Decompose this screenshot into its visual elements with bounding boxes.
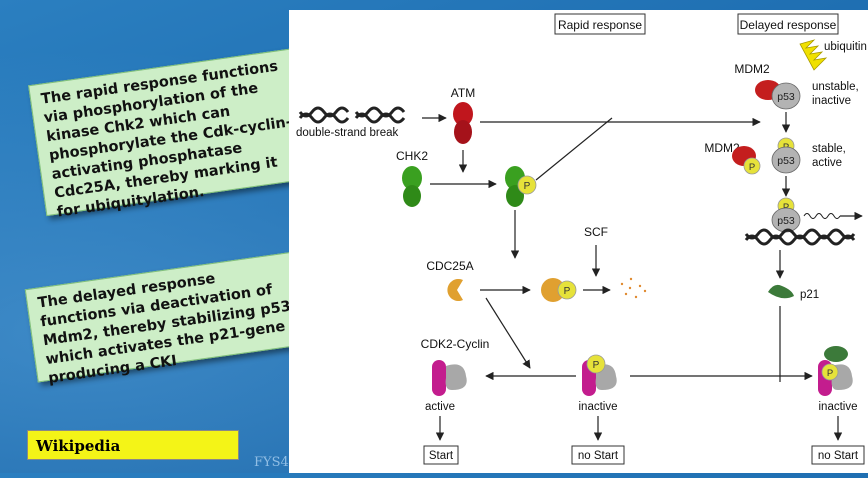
no-start-box-right (811, 445, 865, 465)
stable-label: stable, (812, 143, 846, 155)
chk2-phosphorylated: P (505, 166, 537, 207)
arrow-cdc25a-to-cdk2 (485, 297, 531, 369)
svg-text:P: P (827, 368, 833, 379)
p21-label: p21 (800, 289, 819, 301)
chk2-label: CHK2 (396, 149, 428, 163)
chk2-protein (402, 166, 422, 207)
p53-bound-dna: P p53 (771, 197, 801, 233)
ubiquitin-label: ubiquitin (824, 41, 867, 53)
active-p53-label: active (812, 157, 842, 169)
mdm2-phosphorylated: P (732, 146, 761, 175)
svg-text:p53: p53 (777, 155, 795, 167)
inactive-p53-label: inactive (812, 95, 851, 107)
cdk2-cyclin-p21-complex: P (818, 346, 853, 396)
svg-text:P: P (564, 286, 571, 297)
mdm2-top-label: MDM2 (734, 62, 770, 76)
rapid-response-header: Rapid response (554, 13, 646, 35)
degradation-fragments (620, 277, 647, 299)
svg-text:Delayed response: Delayed response (740, 18, 837, 32)
svg-text:P: P (783, 202, 789, 213)
line-chk2-to-atm-path (535, 117, 613, 181)
cdk2-cyclin-active-complex (432, 360, 467, 396)
p21-gene-dna (744, 228, 856, 246)
active-label: active (425, 401, 455, 413)
diagram-panel: Rapid response Delayed response double-s… (289, 10, 868, 473)
no-start-mid-label: no Start (578, 450, 619, 462)
inactive-right-label: inactive (819, 401, 858, 413)
cdc25a-phosphorylated: P (541, 278, 577, 302)
svg-text:P: P (524, 181, 531, 192)
unstable-label: unstable, (812, 81, 859, 93)
svg-text:P: P (593, 360, 600, 371)
no-start-box-mid (571, 445, 625, 465)
svg-text:Rapid response: Rapid response (558, 18, 642, 32)
cdc25a-label: CDC25A (426, 259, 473, 273)
svg-text:p53: p53 (777, 91, 795, 103)
atm-protein (453, 102, 473, 144)
inactive-mid-label: inactive (579, 401, 618, 413)
wikipedia-label: Wikipedia (27, 430, 239, 460)
start-label: Start (429, 450, 454, 462)
cdc25a-protein (447, 279, 463, 301)
svg-text:p53: p53 (777, 215, 795, 227)
cdk2-cyclin-label: CDK2-Cyclin (421, 337, 490, 351)
dsb-label: double-strand break (296, 127, 399, 139)
ubiquitin-chain (799, 39, 828, 71)
mdm2-p53-unstable: p53 (755, 80, 801, 110)
mdm2-mid-label: MDM2 (704, 141, 740, 155)
no-start-right-label: no Start (818, 450, 859, 462)
delayed-response-header: Delayed response (737, 13, 839, 35)
scf-label: SCF (584, 225, 608, 239)
mrna-transcript (803, 213, 841, 219)
cdk2-cyclin-inactive-complex: P (582, 354, 617, 396)
start-box (423, 445, 459, 465)
dna-double-strand-break (298, 106, 406, 124)
svg-text:P: P (749, 162, 755, 173)
p21-protein (768, 284, 794, 299)
atm-label: ATM (451, 86, 475, 100)
dna-damage-response-diagram: Rapid response Delayed response double-s… (296, 13, 867, 465)
p53-stable: P p53 (771, 137, 801, 174)
